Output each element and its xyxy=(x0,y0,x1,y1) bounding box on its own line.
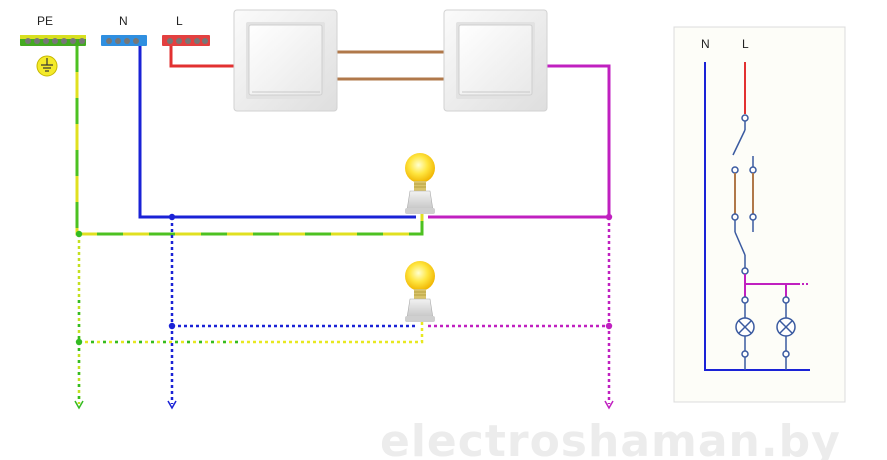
schematic-neutral-line xyxy=(704,62,808,371)
pe-junction-dot xyxy=(75,230,83,238)
schematic-l-label: L xyxy=(742,37,749,51)
neutral-junction-dot xyxy=(168,322,176,330)
n-terminal-label: N xyxy=(119,14,128,28)
pe-branch-dotted xyxy=(79,322,424,344)
n-terminal-block xyxy=(101,35,147,46)
l-terminal-block xyxy=(162,35,210,46)
schematic-lamp-2-icon xyxy=(776,296,796,370)
pe-terminal-block xyxy=(20,35,86,46)
switched-junction-dot xyxy=(605,322,613,330)
ground-symbol-icon xyxy=(36,55,58,77)
light-bulb-1-icon xyxy=(405,153,435,214)
pe-arrow-icon xyxy=(74,400,84,410)
neutral-junction-dot xyxy=(168,213,176,221)
schematic-lamp-1-icon xyxy=(735,296,755,370)
schematic-panel xyxy=(673,26,846,403)
schematic-switch-2 xyxy=(731,213,757,275)
l-terminal-label: L xyxy=(176,14,183,28)
phase-wire xyxy=(169,46,238,68)
schematic-switch-1 xyxy=(731,114,757,174)
switch-2 xyxy=(443,9,548,112)
neutral-arrow-icon xyxy=(167,400,177,410)
pe-junction-dot xyxy=(75,338,83,346)
neutral-wire xyxy=(138,46,416,219)
schematic-n-label: N xyxy=(701,37,710,51)
switch-1 xyxy=(233,9,338,112)
switched-arrow-icon xyxy=(604,400,614,410)
light-bulb-2-icon xyxy=(405,261,435,322)
watermark-text: electroshaman.by xyxy=(380,416,841,460)
switched-wire xyxy=(428,64,611,219)
switched-junction-dot xyxy=(605,213,613,221)
pe-terminal-label: PE xyxy=(37,14,53,28)
